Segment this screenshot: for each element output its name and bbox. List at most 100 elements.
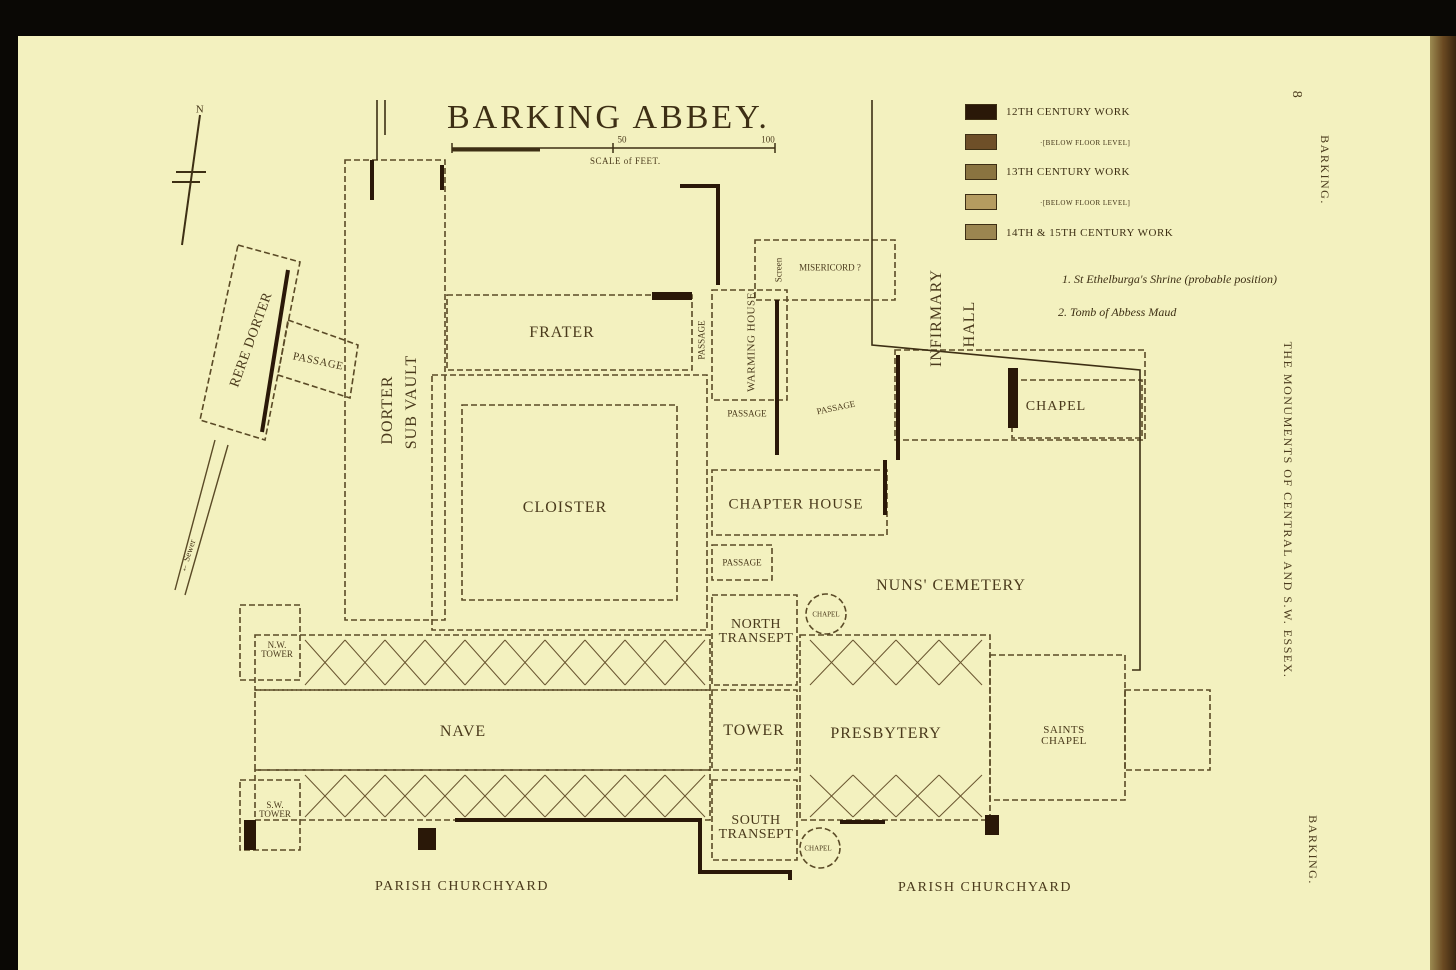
label-parish-churchyard-left: PARISH CHURCHYARD — [375, 879, 549, 894]
scale-tick-50: 50 — [617, 134, 627, 145]
label-parish-churchyard-right: PARISH CHURCHYARD — [898, 880, 1072, 895]
block-frater-sw — [652, 292, 692, 300]
sewer-line — [174, 439, 229, 596]
vault-rib — [938, 639, 983, 686]
vault-rib — [852, 774, 897, 818]
wall-12c-rere — [260, 269, 290, 433]
running-title: THE MONUMENTS OF CENTRAL AND S.W. ESSEX. — [1281, 341, 1295, 679]
label-presbytery: PRESBYTERY — [830, 725, 942, 742]
label-passage-1: PASSAGE — [727, 408, 767, 419]
legend-label-12c: 12TH CENTURY WORK — [1006, 106, 1130, 118]
vault-rib — [624, 774, 666, 818]
plan-title: BARKING ABBEY. — [447, 99, 770, 136]
south-aisle — [254, 769, 711, 821]
wall-12c-south-aisle — [455, 818, 792, 880]
vault-rib — [344, 639, 386, 686]
boundary-line-west — [376, 100, 386, 160]
cloister-walk — [431, 374, 708, 631]
label-screen: Screen — [773, 257, 784, 283]
vault-rib — [464, 774, 506, 818]
legend-swatch-12c-below — [965, 134, 997, 150]
label-frater: FRATER — [529, 324, 595, 341]
vault-rib — [344, 774, 386, 818]
rere-passage-outline — [277, 318, 359, 400]
note-tomb: 2. Tomb of Abbess Maud — [1058, 305, 1177, 319]
block-chapel-east — [985, 815, 999, 835]
legend-swatch-14c — [965, 224, 997, 240]
label-chapel-north: CHAPEL — [812, 610, 840, 619]
east-chapel-outline — [1124, 689, 1211, 771]
wall-12c-frater-east — [680, 184, 720, 285]
label-sw-tower: S.W. TOWER — [259, 800, 291, 819]
north-transept-outline — [711, 594, 798, 686]
rere-dorter-outline — [199, 244, 301, 442]
vault-rib — [544, 639, 586, 686]
label-nw-tower: N.W. TOWER — [261, 640, 293, 659]
label-infirmary-chapel: CHAPEL — [1025, 399, 1087, 414]
tower-outline — [711, 689, 798, 771]
vault-rib — [504, 639, 546, 686]
page-number: 8 — [1289, 90, 1304, 100]
passage-outline — [711, 544, 773, 581]
legend-label-12c-below: ·[BELOW FLOOR LEVEL] — [1040, 139, 1131, 147]
north-aisle — [254, 634, 711, 691]
wall-12c-dorter-north — [370, 160, 444, 200]
legend-swatch-13c-below — [965, 194, 997, 210]
vault-rib — [584, 639, 626, 686]
north-label: N — [195, 103, 205, 116]
legend-label-13c-below: ·[BELOW FLOOR LEVEL] — [1040, 199, 1131, 207]
scale-tick-100: 100 — [761, 134, 775, 145]
vault-rib — [424, 774, 466, 818]
label-saints-chapel: SAINTS CHAPEL — [1041, 724, 1087, 747]
note-shrine: 1. St Ethelburga's Shrine (probable posi… — [1062, 272, 1277, 286]
vault-rib — [304, 774, 346, 818]
label-chapel-south: CHAPEL — [804, 844, 832, 853]
label-cloister: CLOISTER — [522, 499, 608, 516]
wall-12c-infirmary — [883, 355, 900, 515]
vault-rib — [664, 774, 706, 818]
vault-rib — [464, 639, 506, 686]
cloister-garth — [461, 404, 678, 601]
label-warming-house: WARMING HOUSE — [745, 292, 758, 392]
infirmary-outline — [894, 349, 1146, 441]
label-tower: TOWER — [723, 722, 785, 739]
label-nuns-cemetery: NUNS' CEMETERY — [876, 577, 1026, 594]
vault-rib — [384, 639, 426, 686]
book-page — [18, 36, 1430, 970]
label-infirmary: INFIRMARY — [928, 269, 945, 367]
vault-rib — [852, 639, 897, 686]
scale-bar — [451, 143, 776, 153]
nave-outline — [254, 689, 711, 771]
legend-swatch-12c — [965, 104, 997, 120]
misericord-outline — [754, 239, 896, 301]
legend-label-13c: 13TH CENTURY WORK — [1006, 166, 1130, 178]
vault-rib — [809, 774, 854, 818]
vault-rib — [304, 639, 346, 686]
vault-rib — [895, 639, 940, 686]
sw-tower-outline — [239, 779, 301, 851]
vault-rib — [584, 774, 626, 818]
vault-rib — [895, 774, 940, 818]
warming-house-outline — [711, 289, 788, 401]
label-sub-vault: SUB VAULT — [403, 354, 420, 450]
block-sw-tower — [244, 820, 256, 850]
vault-rib — [384, 774, 426, 818]
boundary-line — [871, 100, 1141, 671]
vault-rib — [809, 639, 854, 686]
frater-outline — [446, 294, 693, 371]
running-head-top: BARKING. — [1318, 135, 1332, 205]
chapel-south-apse — [799, 827, 841, 869]
south-transept-outline — [711, 779, 798, 861]
label-dorter: DORTER — [379, 375, 396, 445]
label-south-transept: SOUTH TRANSEPT — [718, 813, 794, 842]
vault-rib — [938, 774, 983, 818]
nw-tower-outline — [239, 604, 301, 681]
vault-rib — [504, 774, 546, 818]
label-nave: NAVE — [439, 723, 487, 740]
chapel-north-apse — [805, 593, 847, 635]
legend-label-14c: 14TH & 15TH CENTURY WORK — [1006, 227, 1174, 239]
label-misericord: MISERICORD ? — [799, 262, 861, 273]
book-spine — [1430, 36, 1456, 970]
block-infirmary-chapel — [1008, 368, 1018, 428]
